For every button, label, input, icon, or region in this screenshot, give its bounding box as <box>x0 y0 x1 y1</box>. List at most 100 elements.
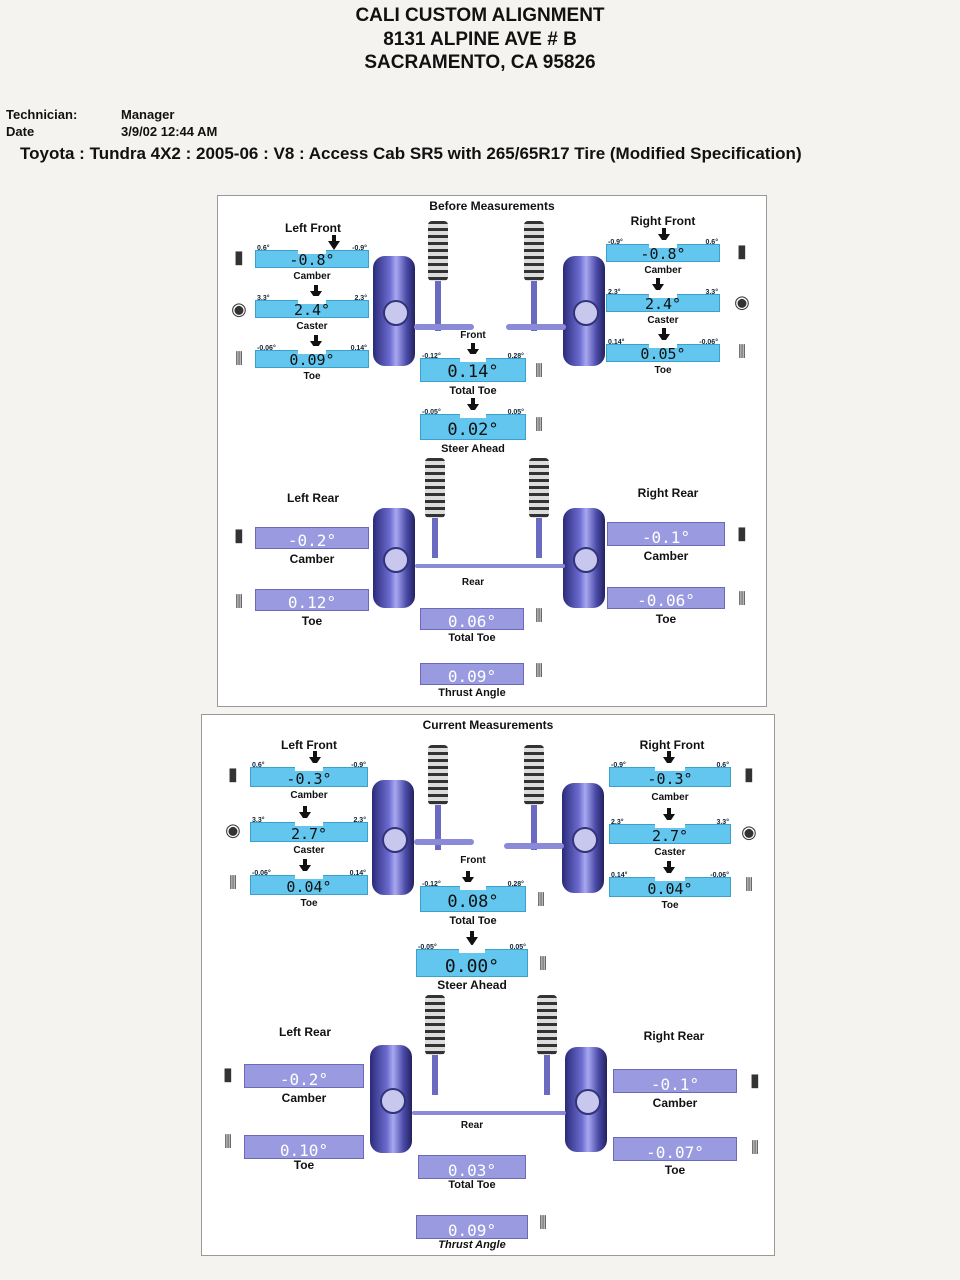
rf-caster-value: 2.4° <box>644 295 682 313</box>
spring-icon <box>529 458 549 518</box>
lr-camber-value: -0.2° <box>279 1070 329 1089</box>
rear-label: Rear <box>461 577 485 588</box>
wheel-icon <box>562 783 604 893</box>
shop-address: 8131 ALPINE AVE # B <box>383 29 577 50</box>
front-total-toe-value: 0.08° <box>447 892 499 912</box>
thrust-angle-icon: ⫴ <box>535 661 543 681</box>
camber-label: Camber <box>289 552 335 566</box>
lf-caster-value: 2.7° <box>290 825 328 843</box>
arrow-down-icon <box>466 931 478 946</box>
spring-icon <box>524 745 544 805</box>
spring-icon <box>428 745 448 805</box>
caster-label: Caster <box>293 845 325 856</box>
camber-label: Camber <box>290 790 328 801</box>
thrust-angle-gauge: 0.09° <box>420 659 524 685</box>
wheel-icon <box>372 780 414 895</box>
thrust-angle-label: Thrust Angle <box>438 1239 506 1251</box>
before-measurements-panel: Before Measurements Left Front ▮ 0.6°-0.… <box>217 195 767 707</box>
caster-icon: ◉ <box>741 822 757 842</box>
current-title: Current Measurements <box>422 718 554 732</box>
steer-ahead-value: 0.02° <box>447 420 499 440</box>
spring-icon <box>428 221 448 281</box>
wheel-icon <box>373 256 415 366</box>
lf-camber-gauge: 0.6°-0.9° -0.8° <box>255 245 369 269</box>
toe-icon: ⫴ <box>235 349 243 369</box>
rf-caster-gauge: 2.3°3.3° 2.4° <box>606 289 720 313</box>
camber-icon: ▮ <box>234 247 244 267</box>
right-front-label: Right Front <box>630 214 696 228</box>
toe-label: Toe <box>301 614 323 628</box>
camber-icon: ▮ <box>737 523 747 543</box>
total-toe-icon: ⫴ <box>537 890 545 910</box>
caster-icon: ◉ <box>225 820 241 840</box>
steer-ahead-gauge: -0.05°0.05° 0.00° <box>416 944 528 977</box>
spring-icon <box>524 221 544 281</box>
arrow-down-icon <box>652 278 664 293</box>
camber-icon: ▮ <box>750 1070 760 1090</box>
toe-label: Toe <box>293 1158 315 1172</box>
toe-label: Toe <box>661 900 679 911</box>
arrow-down-icon <box>310 335 322 350</box>
date-label: Date <box>6 124 35 139</box>
steer-ahead-gauge: -0.05°0.05° 0.02° <box>420 409 526 440</box>
camber-icon: ▮ <box>737 241 747 261</box>
toe-icon: ⫴ <box>738 342 746 362</box>
steer-ahead-label: Steer Ahead <box>437 978 507 992</box>
toe-icon: ⫴ <box>738 589 746 609</box>
lf-caster-gauge: 3.3°2.3° 2.7° <box>250 817 368 843</box>
date-value: 3/9/02 12:44 AM <box>121 124 218 139</box>
thrust-angle-icon: ⫴ <box>539 1213 547 1233</box>
arrow-down-icon <box>299 859 311 874</box>
spring-icon <box>537 995 557 1055</box>
lr-toe-value: 0.12° <box>287 593 337 612</box>
lf-toe-value: 0.04° <box>286 878 332 896</box>
rr-camber-gauge: -0.1° <box>607 518 725 546</box>
toe-label: Toe <box>303 371 321 382</box>
rf-toe-gauge: 0.14°-0.06° 0.04° <box>609 872 731 898</box>
right-rear-label: Right Rear <box>637 486 699 500</box>
before-title: Before Measurements <box>429 199 555 213</box>
toe-label: Toe <box>655 612 677 626</box>
lf-toe-value: 0.09° <box>289 351 335 369</box>
wheel-icon <box>565 1047 607 1152</box>
toe-icon: ⫴ <box>751 1138 759 1158</box>
total-toe-label: Total Toe <box>449 385 497 397</box>
total-toe-label: Total Toe <box>449 915 497 927</box>
rf-camber-gauge: -0.9°0.6° -0.8° <box>606 239 720 263</box>
arrow-down-icon <box>658 328 670 343</box>
lr-toe-gauge: 0.12° <box>255 585 369 611</box>
lf-toe-gauge: -0.06°0.14° 0.04° <box>250 870 368 896</box>
rf-toe-value: 0.05° <box>640 345 686 363</box>
rear-total-toe-value: 0.06° <box>447 612 497 631</box>
front-label: Front <box>460 855 486 866</box>
vehicle-spec: Toyota : Tundra 4X2 : 2005-06 : V8 : Acc… <box>20 144 802 163</box>
camber-label: Camber <box>281 1091 327 1105</box>
thrust-angle-label: Thrust Angle <box>438 687 506 699</box>
toe-icon: ⫴ <box>229 873 237 893</box>
caster-icon: ◉ <box>734 292 750 312</box>
rf-camber-value: -0.3° <box>647 770 693 788</box>
rear-total-toe-gauge: 0.06° <box>420 604 524 630</box>
right-front-label: Right Front <box>639 738 705 752</box>
camber-label: Camber <box>644 265 682 276</box>
camber-label: Camber <box>643 549 689 563</box>
current-measurements-panel: Current Measurements Left Front ▮ 0.6°-0… <box>201 714 775 1256</box>
arrow-down-icon <box>462 871 474 886</box>
steer-ahead-label: Steer Ahead <box>441 443 505 455</box>
shop-name: CALI CUSTOM ALIGNMENT <box>355 5 605 26</box>
arrow-down-icon <box>310 285 322 300</box>
wheel-icon <box>563 508 605 608</box>
lf-toe-gauge: -0.06°0.14° 0.09° <box>255 345 369 369</box>
left-front-label: Left Front <box>281 738 337 752</box>
lr-toe-gauge: 0.10° <box>244 1131 364 1159</box>
rear-label: Rear <box>460 1120 484 1131</box>
toe-icon: ⫴ <box>235 592 243 612</box>
rr-toe-value: -0.06° <box>637 591 695 610</box>
wheel-icon <box>373 508 415 608</box>
rr-camber-gauge: -0.1° <box>613 1065 737 1093</box>
lf-caster-gauge: 3.3°2.3° 2.4° <box>255 295 369 319</box>
thrust-angle-value: 0.09° <box>447 1221 497 1240</box>
arrow-down-icon <box>299 806 311 821</box>
arrow-down-icon <box>467 343 479 358</box>
left-rear-label: Left Rear <box>286 491 339 505</box>
